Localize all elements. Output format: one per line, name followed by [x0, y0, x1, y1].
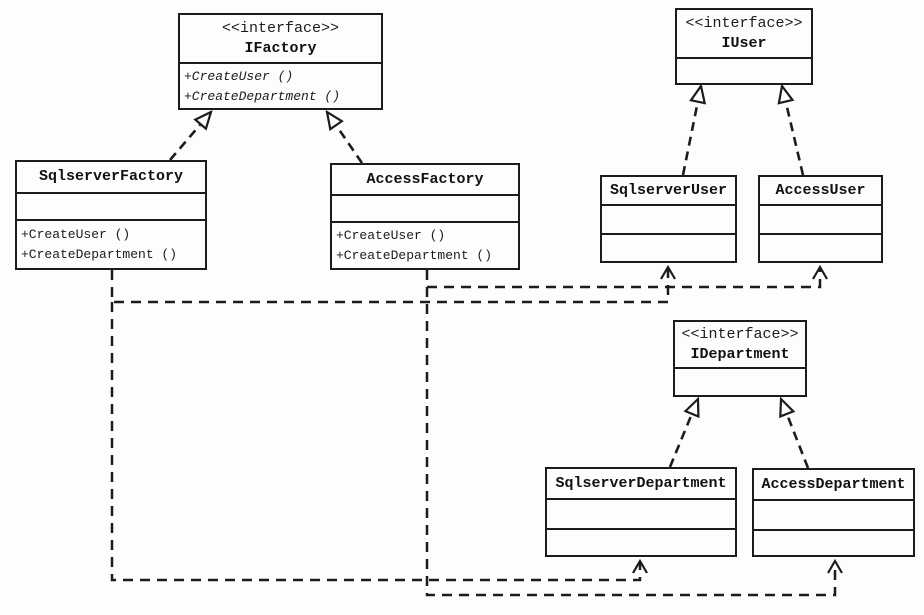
class-box-sqlserverfactory: SqlserverFactory +CreateUser () +CreateD… [15, 160, 207, 270]
sqlserverfactory-class-name: SqlserverFactory [38, 168, 184, 186]
sqlserveruser-header: SqlserverUser [602, 177, 735, 204]
accessfactory-class-name: AccessFactory [366, 170, 484, 188]
ifactory-stereotype-label: <<interface>> [221, 20, 340, 37]
class-box-accessfactory: AccessFactory +CreateUser () +CreateDepa… [330, 163, 520, 270]
accessdepartment-attributes-compartment [754, 499, 913, 529]
ifactory-method-createdepartment: +CreateDepartment () [184, 89, 341, 105]
class-box-sqlserveruser: SqlserverUser [600, 175, 737, 263]
accessfactory-method-createdepartment: +CreateDepartment () [336, 248, 493, 264]
accessfactory-method-createuser: +CreateUser () [336, 228, 446, 243]
sqlserverdepartment-class-name: SqlserverDepartment [555, 474, 727, 492]
ifactory-header: <<interface>> IFactory [180, 15, 381, 62]
idepartment-empty-compartment [675, 367, 805, 395]
sqlserveruser-methods-compartment [602, 233, 735, 261]
realization-sqlserveruser-iuser [681, 86, 701, 176]
accessfactory-header: AccessFactory [332, 165, 518, 194]
iuser-stereotype-label: <<interface>> [685, 15, 803, 32]
dependency-sqlserverfactory-sqlserveruser [110, 264, 676, 304]
iuser-empty-compartment [677, 57, 811, 83]
dependency-sqlserverfactory-sqlserverdepartment [110, 302, 648, 582]
accessuser-attributes-compartment [760, 204, 881, 233]
sqlserverdepartment-header: SqlserverDepartment [547, 469, 735, 498]
ifactory-method-createuser: +CreateUser () [184, 69, 294, 84]
sqlserverfactory-methods-compartment: +CreateUser () +CreateDepartment () [17, 219, 205, 268]
accessdepartment-methods-compartment [754, 529, 913, 555]
sqlserveruser-attributes-compartment [602, 204, 735, 233]
accessfactory-attributes-compartment [332, 194, 518, 221]
idepartment-header: <<interface>> IDepartment [675, 322, 805, 367]
idepartment-stereotype-label: <<interface>> [681, 326, 799, 343]
realization-sqlserverfactory-ifactory [169, 112, 211, 161]
sqlserverdepartment-methods-compartment [547, 528, 735, 555]
realization-accessfactory-ifactory [327, 112, 364, 164]
realization-accessdepartment-idepartment [781, 399, 810, 469]
accessuser-header: AccessUser [760, 177, 881, 204]
class-box-sqlserverdepartment: SqlserverDepartment [545, 467, 737, 557]
accessdepartment-class-name: AccessDepartment [761, 475, 906, 493]
class-box-accessdepartment: AccessDepartment [752, 468, 915, 557]
iuser-class-name: IUser [721, 34, 767, 52]
ifactory-methods-compartment: +CreateUser () +CreateDepartment () [180, 62, 381, 109]
sqlserverfactory-header: SqlserverFactory [17, 162, 205, 192]
class-box-accessuser: AccessUser [758, 175, 883, 263]
dependency-accessfactory-accessdepartment [425, 287, 843, 597]
idepartment-class-name: IDepartment [690, 345, 790, 363]
accessdepartment-header: AccessDepartment [754, 470, 913, 499]
accessuser-class-name: AccessUser [775, 181, 866, 199]
dependency-accessfactory-accessuser [425, 264, 828, 289]
sqlserveruser-class-name: SqlserverUser [609, 181, 728, 199]
ifactory-class-name: IFactory [244, 39, 317, 57]
realization-sqlserverdepartment-idepartment [668, 399, 698, 468]
sqlserverdepartment-attributes-compartment [547, 498, 735, 528]
sqlserverfactory-method-createuser: +CreateUser () [21, 226, 131, 242]
class-box-idepartment: <<interface>> IDepartment [673, 320, 807, 397]
sqlserverfactory-method-createdepartment: +CreateDepartment () [21, 247, 178, 262]
class-box-iuser: <<interface>> IUser [675, 8, 813, 85]
realization-accessuser-iuser [782, 86, 805, 176]
iuser-header: <<interface>> IUser [677, 10, 811, 57]
accessuser-methods-compartment [760, 233, 881, 261]
class-box-ifactory: <<interface>> IFactory +CreateUser () +C… [178, 13, 383, 110]
accessfactory-methods-compartment: +CreateUser () +CreateDepartment () [332, 221, 518, 268]
sqlserverfactory-attributes-compartment [17, 192, 205, 219]
